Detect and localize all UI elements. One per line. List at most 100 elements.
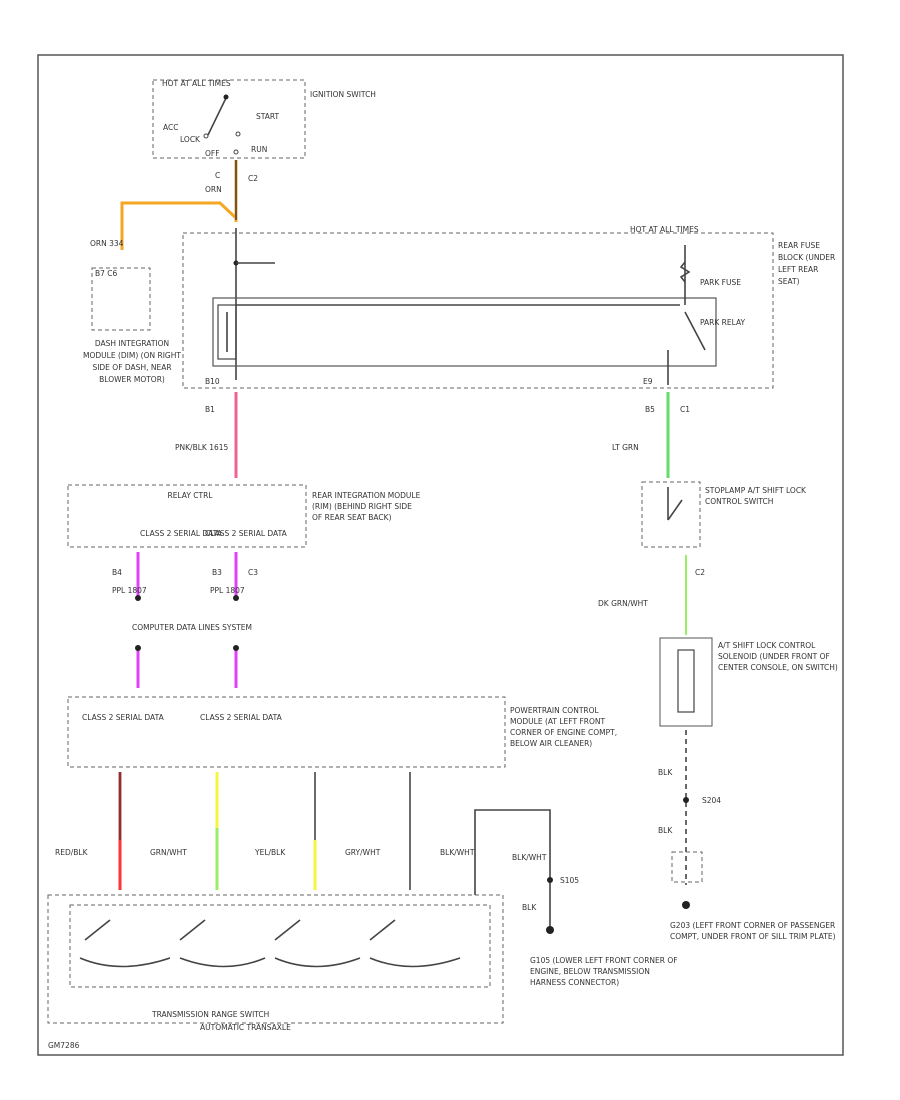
grn-wht-label: GRN/WHT [150,848,187,857]
pin-b10-label: B10 [205,377,220,386]
dash-module-box [91,267,151,331]
rear-module-text-wrap: REAR INTEGRATION MODULE (RIM) (BEHIND RI… [312,491,421,522]
range-switch-inner [69,904,491,988]
dash-module-pin: B7 C6 [95,269,118,278]
contact-1 [84,919,111,941]
s105-splice [547,877,553,883]
relay-coil-box [217,304,237,360]
range-switch-contacts [79,919,461,968]
c2-right-label: C2 [695,568,705,577]
serial-b-label: CLASS 2 SERIAL DATA [200,713,283,722]
orn-334-label: ORN 334 [90,239,124,248]
auto-trans-label: AUTOMATIC TRANSAXLE [200,1023,291,1032]
ignition-switch-box [152,79,306,159]
ignition-pin-acc [203,133,209,139]
footer-code: GM7286 [48,1041,80,1050]
splice-a [135,595,141,601]
pcm-text-wrap: POWERTRAIN CONTROL MODULE (AT LEFT FRONT… [510,706,618,748]
b3-label: B3 [212,568,222,577]
g203-text-wrap: G203 (LEFT FRONT CORNER OF PASSENGER COM… [670,921,836,941]
shift-solenoid-label: A/T SHIFT LOCK CONTROL SOLENOID (UNDER F… [718,641,838,672]
dash-module-text-wrap: DASH INTEGRATION MODULE (DIM) (ON RIGHT … [83,339,181,384]
park-relay-label: PARK RELAY [700,318,746,327]
ignition-pin-run [235,131,241,137]
s204-label: S204 [702,796,721,805]
gry-wht-label: GRY/WHT [345,848,381,857]
class2-b-label: CLASS 2 SERIAL DATA [205,529,288,538]
acc-label: ACC [163,123,178,132]
rear-fuse-block-label: REAR FUSE BLOCK (UNDER LEFT REAR SEAT) [778,241,836,286]
start-label: START [256,112,280,121]
contact-2 [179,919,206,941]
rear-module-label: REAR INTEGRATION MODULE (RIM) (BEHIND RI… [312,491,421,522]
computer-data-label: COMPUTER DATA LINES SYSTEM [132,623,252,632]
b1-label: B1 [205,405,215,414]
splice-c [135,645,141,651]
solenoid-box [659,637,713,727]
rear-module-box [67,484,307,548]
g105-label: G105 (LOWER LEFT FRONT CORNER OF ENGINE,… [530,956,678,987]
off-label: OFF [205,149,220,158]
solenoid-text-wrap: A/T SHIFT LOCK CONTROL SOLENOID (UNDER F… [718,641,838,672]
dash-module-label: DASH INTEGRATION MODULE (DIM) (ON RIGHT … [83,339,181,384]
blk-wht-upper-label: BLK/WHT [512,853,547,862]
red-blk-label: RED/BLK [55,848,89,857]
pin-c-label: C [215,171,220,180]
range-switch-outer [47,894,504,1024]
blk2-label: BLK [658,826,673,835]
ignition-pivot [223,94,229,100]
splice-d [233,645,239,651]
contact-3 [274,919,301,941]
blk-label: BLK [658,768,673,777]
g203-box [671,851,703,883]
g203-label: G203 (LEFT FRONT CORNER OF PASSENGER COM… [670,921,836,941]
yel-blk-label: YEL/BLK [254,848,286,857]
contact-arcs [79,957,461,968]
solenoid-coil [677,649,695,713]
c3-label: C3 [248,568,258,577]
ignition-pin-out [233,149,239,155]
b5-label: B5 [645,405,655,414]
stoplamp-contact [667,499,683,521]
dk-grn-wht-label: DK GRN/WHT [598,599,648,608]
blk-wht-label: BLK/WHT [440,848,475,857]
stoplamp-text-wrap: STOPLAMP A/T SHIFT LOCK CONTROL SWITCH [705,486,806,506]
c2-top-label: C2 [248,174,258,183]
diagram-border [37,54,844,1056]
pcm-label: POWERTRAIN CONTROL MODULE (AT LEFT FRONT… [510,706,618,748]
orn-top-label: ORN [205,185,222,194]
rear-fuse-block-box [182,232,774,389]
ignition-contact [207,97,227,136]
stoplamp-label: STOPLAMP A/T SHIFT LOCK CONTROL SWITCH [705,486,806,506]
b4-label: B4 [112,568,122,577]
class2-a-label: CLASS 2 SERIAL DATA [140,529,223,538]
pnk-blk-label: PNK/BLK 1615 [175,443,229,452]
pin-e9-label: E9 [643,377,653,386]
park-relay-frame [212,297,717,367]
hot-fuse-label: HOT AT ALL TIMES [630,225,699,234]
lt-grn-label: LT GRN [612,443,639,452]
contact-4 [369,919,396,941]
g105-text-wrap: G105 (LOWER LEFT FRONT CORNER OF ENGINE,… [530,956,678,987]
run-label: RUN [251,145,267,154]
park-relay-switch [684,311,706,351]
serial-a-label: CLASS 2 SERIAL DATA [82,713,165,722]
ppl-1807-b-label: PPL 1807 [210,586,245,595]
g203-ground-icon [682,901,690,909]
ignition-switch-label: IGNITION SWITCH [310,90,376,99]
splice-b [233,595,239,601]
s105-label: S105 [560,876,579,885]
rear-fuse-block-text-wrap: REAR FUSE BLOCK (UNDER LEFT REAR SEAT) [778,241,836,286]
relay-ctrl-label: RELAY CTRL [167,491,213,500]
park-fuse-symbol [679,261,691,283]
park-fuse-label: PARK FUSE [700,278,741,287]
g105-ground-icon [546,926,554,934]
lock-label: LOCK [180,135,201,144]
ppl-1807-a-label: PPL 1807 [112,586,147,595]
pcm-box [67,696,506,768]
s204-splice [683,797,689,803]
blk-ground-wire [474,809,551,930]
trans-range-label: TRANSMISSION RANGE SWITCH [151,1010,269,1019]
hot-run-label: HOT AT ALL TIMES [162,79,231,88]
